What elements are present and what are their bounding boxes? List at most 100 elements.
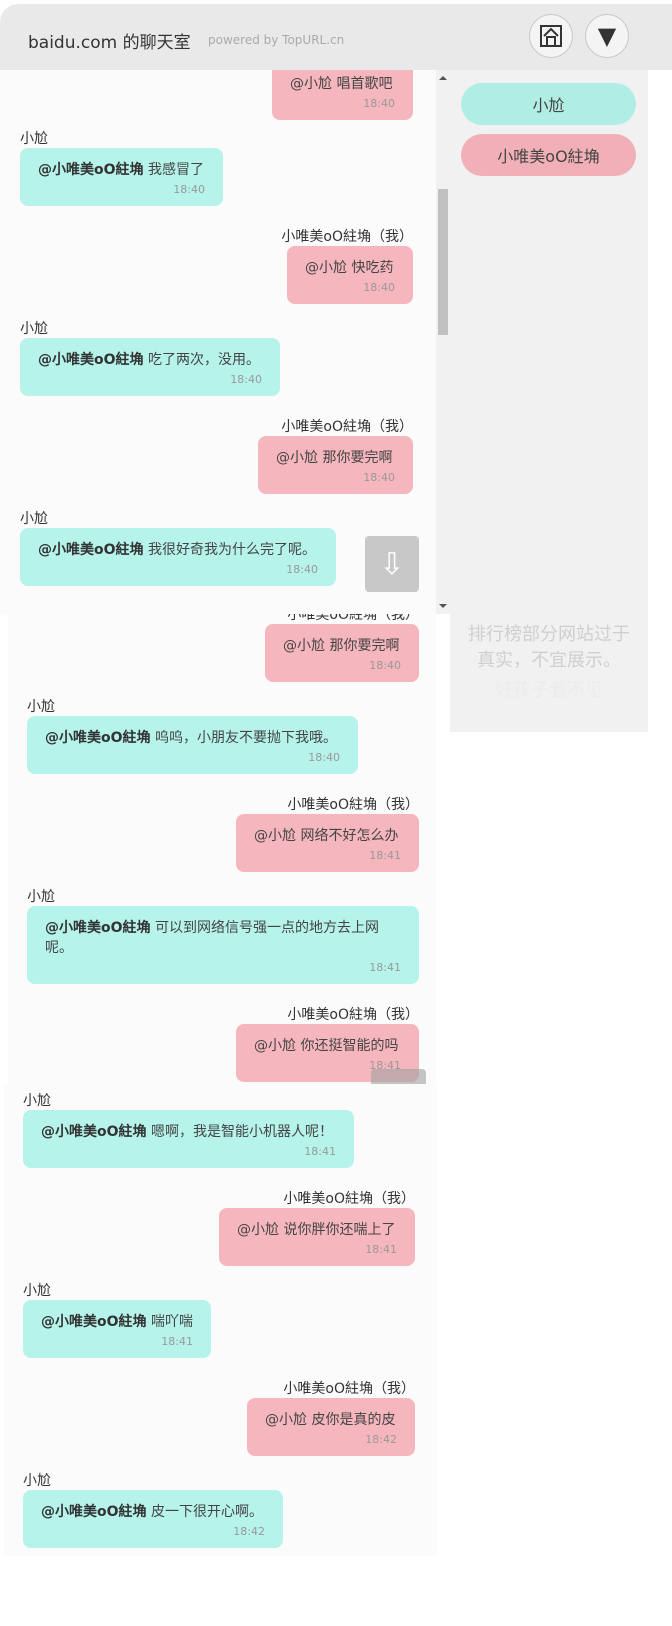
sender-name: 小唯美oO紸埆（我） [281, 229, 413, 245]
page-title: baidu.com 的聊天室 [28, 33, 191, 53]
hidden-notice: 好孩子看不见 [495, 680, 603, 701]
chat-header: baidu.com 的聊天室 powered by TopURL.cn ▼ [0, 4, 672, 70]
message-mine: 小唯美oO紸埆（我） @小尬 那你要完啊 18:40 [258, 418, 413, 494]
message-other: 小尬 @小唯美oO紸埆 吃了两次，没用。 18:40 [20, 320, 280, 396]
scroll-up-arrow-icon[interactable] [439, 76, 447, 80]
mention: @小唯美oO紸埆 [38, 352, 144, 368]
mention: @小唯美oO紸埆 [45, 730, 151, 746]
sender-name: 小唯美oO紸埆（我） [283, 1381, 415, 1397]
powered-by-link[interactable]: powered by TopURL.cn [208, 33, 345, 47]
mention: @小唯美oO紸埆 [38, 162, 144, 178]
mention: @小尬 [276, 450, 318, 466]
message-text: 喘吖喘 [150, 1314, 193, 1330]
message-text: 吃了两次，没用。 [147, 352, 260, 368]
sender-name: 小尬 [27, 699, 55, 715]
message-bubble: @小唯美oO紸埆 我感冒了 18:40 [20, 148, 223, 206]
message-text: 快吃药 [351, 260, 394, 276]
message-other: 小尬 @小唯美oO紸埆 我感冒了 18:40 [20, 130, 223, 206]
user-list-panel: 小尬 小唯美oO紸埆 排行榜部分网站过于 真实，不宜展示。 好孩子看不见 [450, 70, 648, 732]
sender-name: 小尬 [20, 321, 48, 337]
message-bubble: @小尬 快吃药 18:40 [287, 246, 413, 304]
chat-scrollbar[interactable] [436, 70, 450, 614]
message-text: 我很好奇我为什么完了呢。 [147, 542, 316, 558]
message-text: 皮一下很开心啊。 [150, 1504, 263, 1520]
sender-name: 小唯美oO紸埆（我） [287, 1007, 419, 1023]
message-mine: 小唯美oO紸埆（我） @小尬 那你要完啊 18:40 [265, 614, 419, 682]
scroll-down-arrow-icon[interactable] [439, 604, 447, 608]
message-other: 小尬 @小唯美oO紸埆 嗯啊，我是智能小机器人呢！ 18:41 [23, 1092, 354, 1168]
sender-name: 小尬 [20, 131, 48, 147]
message-text: 可以到网络信号强一点的地方去上网呢。 [45, 920, 379, 956]
home-frame-icon [540, 25, 562, 47]
user-pill-xiaoga[interactable]: 小尬 [461, 83, 636, 125]
message-time: 18:41 [365, 1243, 397, 1256]
message-mine: 小唯美oO紸埆（我） @小尬 网络不好怎么办 18:41 [236, 796, 419, 872]
ranking-notice: 排行榜部分网站过于 真实，不宜展示。 [450, 622, 648, 674]
message-time: 18:42 [233, 1525, 265, 1538]
menu-button[interactable]: ▼ [585, 14, 629, 58]
message-time: 18:41 [369, 1059, 401, 1072]
mention: @小尬 [237, 1222, 279, 1238]
message-bubble: @小尬 网络不好怎么办 18:41 [236, 814, 419, 872]
message-other: 小尬 @小唯美oO紸埆 可以到网络信号强一点的地方去上网呢。 18:41 [27, 888, 419, 984]
mention: @小尬 [265, 1412, 307, 1428]
message-text: 那你要完啊 [329, 638, 400, 654]
message-time: 18:41 [369, 961, 401, 974]
message-text: 嗯啊，我是智能小机器人呢！ [150, 1124, 333, 1140]
mention: @小尬 [283, 638, 325, 654]
message-time: 18:40 [308, 751, 340, 764]
scroll-to-bottom-button[interactable]: ⇩ [365, 536, 419, 592]
message-time: 18:41 [304, 1145, 336, 1158]
user-name: 小尬 [532, 96, 565, 115]
message-time: 18:40 [363, 281, 395, 294]
mention: @小尬 [254, 1038, 296, 1054]
message-bubble: @小唯美oO紸埆 吃了两次，没用。 18:40 [20, 338, 280, 396]
message-time: 18:40 [286, 563, 318, 576]
message-bubble: @小尬 那你要完啊 18:40 [265, 624, 419, 682]
message-bubble: @小唯美oO紸埆 我很好奇我为什么完了呢。 18:40 [20, 528, 336, 586]
message-time: 18:40 [173, 183, 205, 196]
mention: @小唯美oO紸埆 [41, 1314, 147, 1330]
message-bubble: @小尬 那你要完啊 18:40 [258, 436, 413, 494]
message-text: 皮你是真的皮 [311, 1412, 396, 1428]
sender-name: 小尬 [27, 889, 55, 905]
mention: @小尬 [290, 76, 332, 92]
sender-name: 小尬 [20, 511, 48, 527]
sender-name: 小尬 [23, 1093, 51, 1109]
message-text: 那你要完啊 [322, 450, 393, 466]
home-button[interactable] [529, 14, 573, 58]
message-time: 18:41 [161, 1335, 193, 1348]
message-time: 18:40 [230, 373, 262, 386]
message-bubble: @小尬 说你胖你还喘上了 18:41 [219, 1208, 415, 1266]
sender-name: 小尬 [23, 1473, 51, 1489]
sender-name: 小尬 [23, 1283, 51, 1299]
scrollbar-thumb[interactable] [438, 189, 448, 335]
message-mine: @小尬 唱首歌吧 18:40 [272, 70, 413, 120]
message-list: 小尬 @小唯美oO紸埆 嗯啊，我是智能小机器人呢！ 18:41 小唯美oO紸埆（… [4, 1084, 437, 1556]
message-bubble: @小唯美oO紸埆 可以到网络信号强一点的地方去上网呢。 18:41 [27, 906, 419, 984]
mention: @小唯美oO紸埆 [45, 920, 151, 936]
mention: @小唯美oO紸埆 [41, 1124, 147, 1140]
triangle-down-icon: ▼ [597, 22, 617, 50]
user-pill-me[interactable]: 小唯美oO紸埆 [461, 134, 636, 176]
mention: @小尬 [305, 260, 347, 276]
message-text: 网络不好怎么办 [300, 828, 399, 844]
message-text: 你还挺智能的吗 [300, 1038, 399, 1054]
message-time: 18:41 [369, 849, 401, 862]
sender-name: 小唯美oO紸埆（我） [283, 1191, 415, 1207]
message-bubble: @小尬 唱首歌吧 18:40 [272, 70, 413, 120]
message-time: 18:40 [369, 659, 401, 672]
sender-name: 小唯美oO紸埆（我） [287, 797, 419, 813]
message-text: 呜呜，小朋友不要抛下我哦。 [154, 730, 337, 746]
message-mine: 小唯美oO紸埆（我） @小尬 快吃药 18:40 [260, 228, 413, 304]
message-list: @小尬 唱首歌吧 18:40 小尬 @小唯美oO紸埆 我感冒了 18:40 小唯… [0, 70, 436, 614]
mention: @小尬 [254, 828, 296, 844]
sender-name: 小唯美oO紸埆（我） [281, 419, 413, 435]
sender-name: 小唯美oO紸埆（我） [287, 614, 419, 623]
message-text: 我感冒了 [147, 162, 204, 178]
scroll-to-bottom-button-ghost [371, 1069, 426, 1085]
message-list: 小唯美oO紸埆（我） @小尬 那你要完啊 18:40 小尬 @小唯美oO紸埆 呜… [8, 614, 436, 1084]
message-time: 18:40 [363, 471, 395, 484]
message-mine: 小唯美oO紸埆（我） @小尬 说你胖你还喘上了 18:41 [219, 1190, 415, 1266]
message-other: 小尬 @小唯美oO紸埆 我很好奇我为什么完了呢。 18:40 [20, 510, 336, 586]
